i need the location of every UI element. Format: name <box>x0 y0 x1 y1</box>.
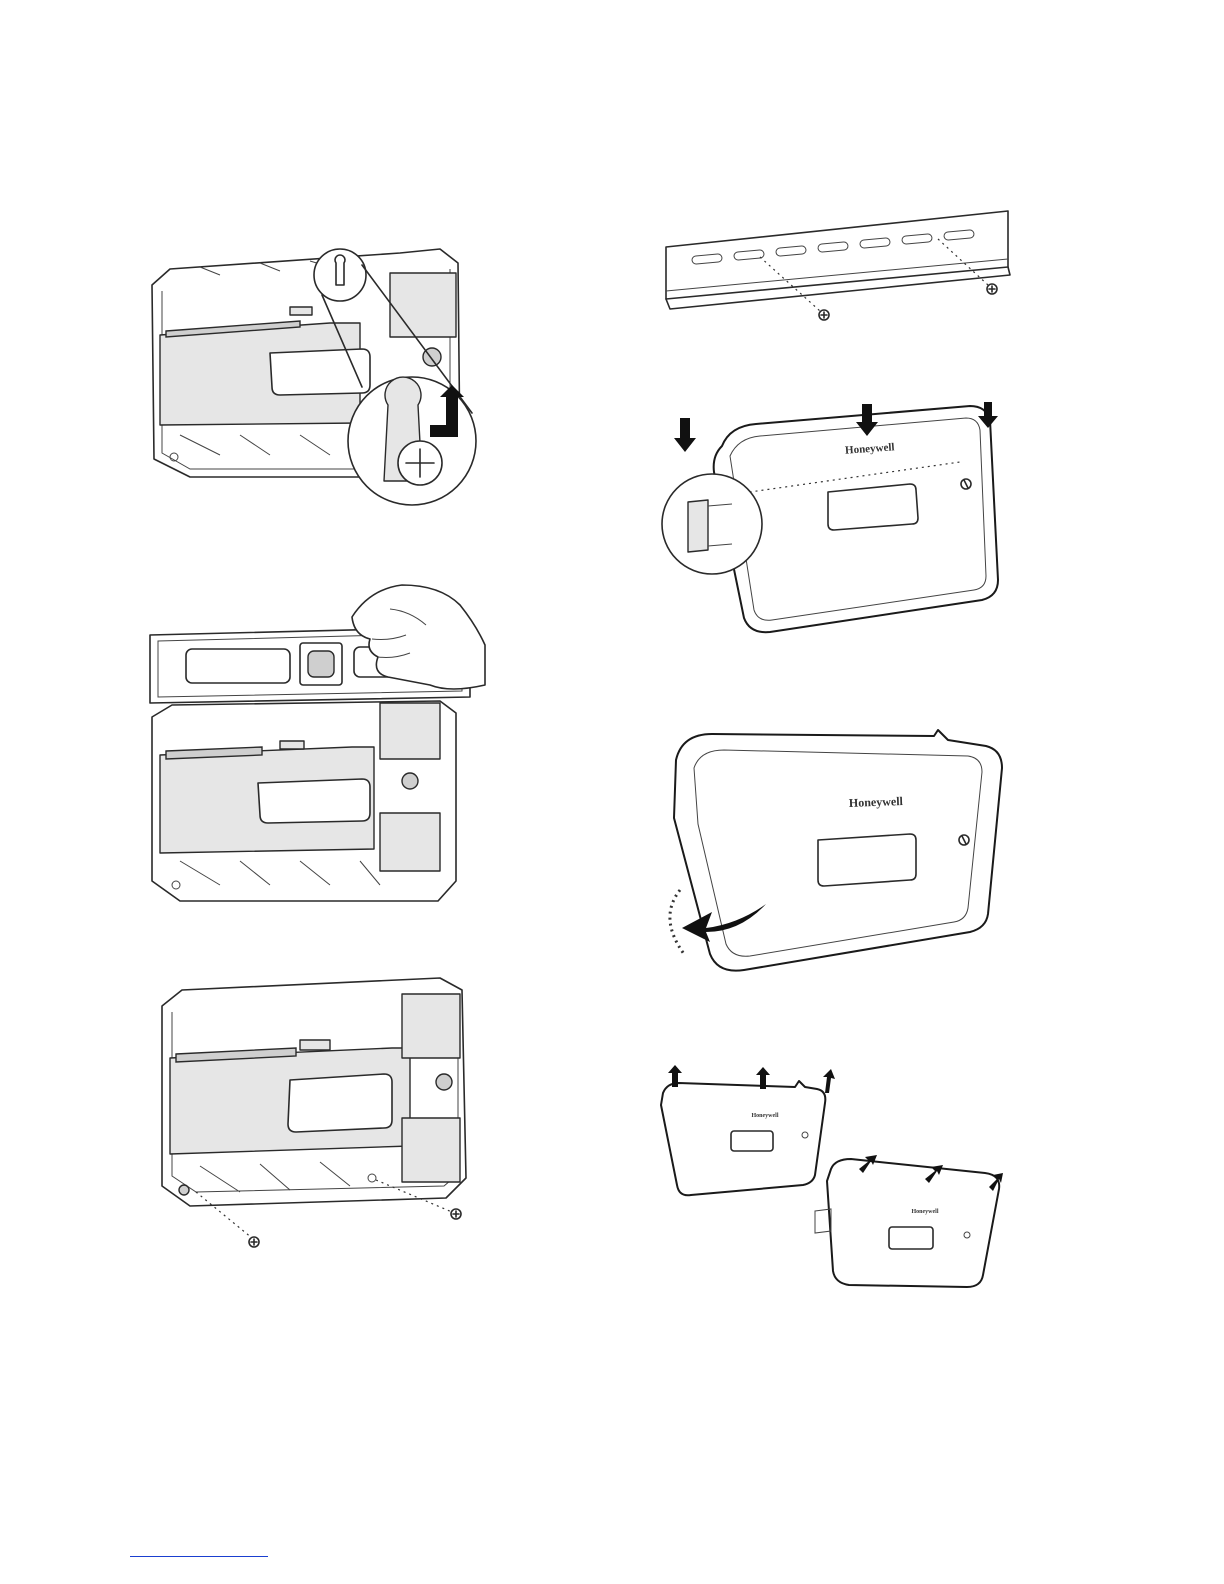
controller-base-3 <box>162 978 466 1206</box>
brand-logo: Honeywell <box>849 794 904 810</box>
din-rail <box>666 211 1010 309</box>
figure-din-rail <box>660 205 1020 330</box>
brand-logo: Honeywell <box>912 1209 939 1215</box>
rail-zoom <box>662 474 762 574</box>
brand-logo: Honeywell <box>752 1113 779 1119</box>
figure-rail-snap: Honeywell <box>660 400 1005 640</box>
cover-rotate: Honeywell <box>674 730 1002 971</box>
footer-link-rule <box>130 1556 268 1557</box>
figure-attach-strip <box>140 585 485 905</box>
figure-cover-rotate: Honeywell <box>648 728 1008 978</box>
figure-bottom-screws <box>150 970 480 1260</box>
figure-keyhole-mount <box>140 245 480 525</box>
cover-lift-right: Honeywell <box>815 1155 1003 1287</box>
cover-lift-left: Honeywell <box>661 1065 835 1195</box>
controller-base-2 <box>152 701 456 901</box>
figure-cover-lift: Honeywell Honeywell <box>655 1065 1010 1290</box>
